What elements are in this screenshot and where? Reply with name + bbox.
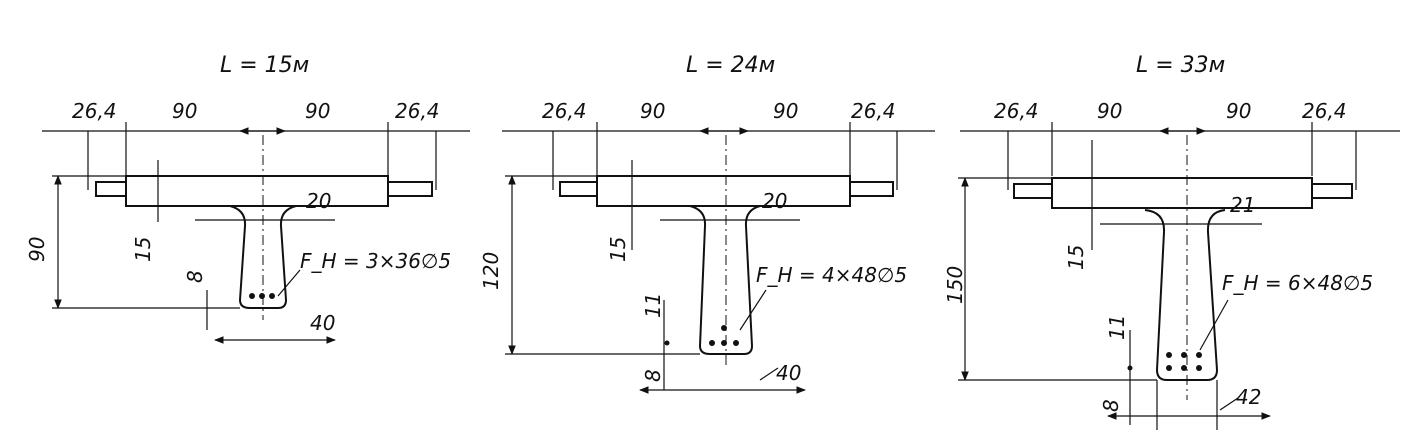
dim-left-half: 90 bbox=[1097, 99, 1122, 123]
section-title: L = 24м bbox=[686, 53, 775, 78]
web-outline bbox=[229, 205, 297, 309]
dim-flange: 15 bbox=[131, 237, 155, 262]
cover-point bbox=[664, 340, 670, 346]
dim-left-half: 90 bbox=[172, 99, 197, 123]
rebar-leader bbox=[739, 289, 767, 331]
flange-left-ledge bbox=[95, 181, 126, 197]
bottom-leader bbox=[759, 367, 779, 381]
section-title: L = 15м bbox=[220, 53, 309, 78]
strand-dot bbox=[733, 340, 739, 346]
flange-left-ledge bbox=[559, 181, 597, 197]
strand-dot bbox=[259, 293, 265, 299]
strand-dot bbox=[1196, 365, 1202, 371]
dim-right-edge: 26,4 bbox=[851, 99, 896, 123]
strand-dot bbox=[269, 293, 275, 299]
rebar-label: F_H = 3×36∅5 bbox=[300, 249, 451, 273]
dim-flange: 15 bbox=[1064, 245, 1088, 270]
dim-height: 90 bbox=[25, 237, 49, 262]
section-l15: L = 15м 26,4 90 90 26,4 90 15 20 bbox=[25, 53, 470, 344]
flange-right-ledge bbox=[850, 181, 894, 197]
dim-cover: 8 bbox=[641, 369, 665, 382]
strand-dot bbox=[1166, 352, 1172, 358]
flange-right-ledge bbox=[1312, 183, 1353, 199]
strand-dot bbox=[1181, 365, 1187, 371]
dim-cover-top: 11 bbox=[1105, 315, 1129, 340]
dim-cover: 8 bbox=[183, 270, 207, 283]
strand-dot bbox=[721, 340, 727, 346]
strand-dot bbox=[1196, 352, 1202, 358]
rebar-leader bbox=[1199, 299, 1229, 351]
dim-cover: 8 bbox=[1099, 399, 1123, 412]
bottom-leader bbox=[1219, 397, 1239, 411]
dim-right-edge: 26,4 bbox=[1302, 99, 1347, 123]
cover-point bbox=[1127, 365, 1133, 371]
dim-height: 120 bbox=[479, 252, 503, 290]
dim-left-half: 90 bbox=[640, 99, 665, 123]
web-outline bbox=[689, 205, 761, 355]
strand-dot bbox=[1166, 365, 1172, 371]
dim-bottom: 40 bbox=[776, 361, 801, 385]
dim-height: 150 bbox=[943, 266, 967, 304]
rebar-label: F_H = 4×48∅5 bbox=[756, 263, 907, 287]
flange-outline bbox=[125, 175, 389, 207]
strand-dot bbox=[721, 325, 727, 331]
flange-left-ledge bbox=[1013, 183, 1052, 199]
flange-outline bbox=[596, 175, 851, 207]
dim-fillet: 21 bbox=[1230, 193, 1255, 217]
dim-right-half: 90 bbox=[1226, 99, 1251, 123]
flange-outline bbox=[1051, 177, 1313, 209]
dim-fillet: 20 bbox=[762, 189, 787, 213]
dim-bottom: 42 bbox=[1236, 385, 1261, 409]
section-l33: L = 33м 26,4 90 90 26,4 150 15 21 11 8 bbox=[943, 53, 1400, 430]
rebar-leader bbox=[277, 269, 301, 297]
rebar-label: F_H = 6×48∅5 bbox=[1222, 271, 1373, 295]
section-l24: L = 24м 26,4 90 90 26,4 120 15 20 11 8 bbox=[479, 53, 935, 394]
strand-dot bbox=[709, 340, 715, 346]
dim-right-edge: 26,4 bbox=[395, 99, 440, 123]
dim-cover-top: 11 bbox=[641, 293, 665, 318]
flange-right-ledge bbox=[388, 181, 433, 197]
dim-left-edge: 26,4 bbox=[994, 99, 1039, 123]
dim-right-half: 90 bbox=[305, 99, 330, 123]
section-title: L = 33м bbox=[1136, 53, 1225, 78]
dim-left-edge: 26,4 bbox=[72, 99, 117, 123]
dim-bottom: 40 bbox=[310, 311, 335, 335]
dim-flange: 15 bbox=[606, 237, 630, 262]
dim-fillet: 20 bbox=[306, 189, 331, 213]
dim-left-edge: 26,4 bbox=[542, 99, 587, 123]
strand-dot bbox=[1181, 352, 1187, 358]
dim-right-half: 90 bbox=[773, 99, 798, 123]
strand-dot bbox=[249, 293, 255, 299]
